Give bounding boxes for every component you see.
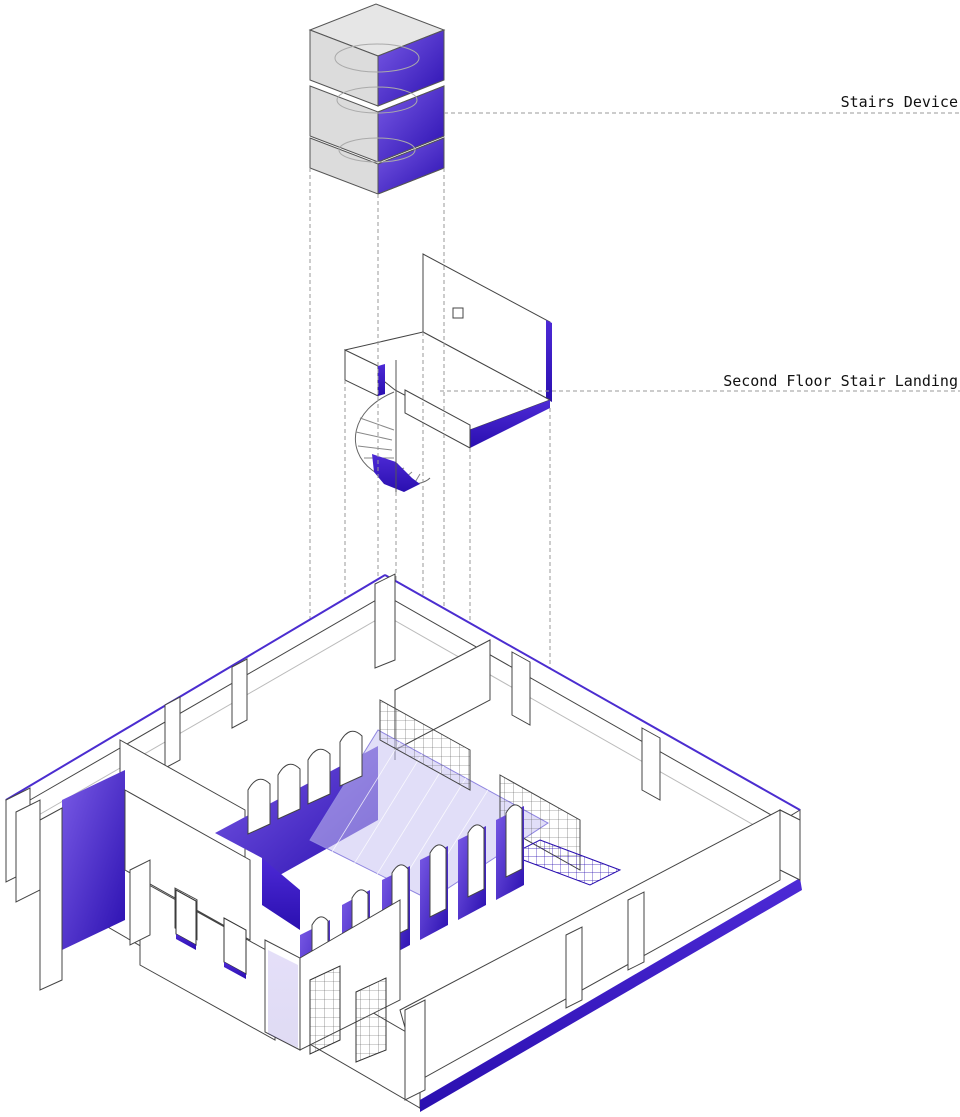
second-floor-landing-label: Second Floor Stair Landing bbox=[723, 372, 958, 390]
stairs-device-model bbox=[308, 3, 446, 195]
ground-floor-model bbox=[5, 573, 802, 1112]
stairs-device-label: Stairs Device bbox=[841, 93, 958, 111]
stair-landing-model bbox=[343, 253, 552, 492]
